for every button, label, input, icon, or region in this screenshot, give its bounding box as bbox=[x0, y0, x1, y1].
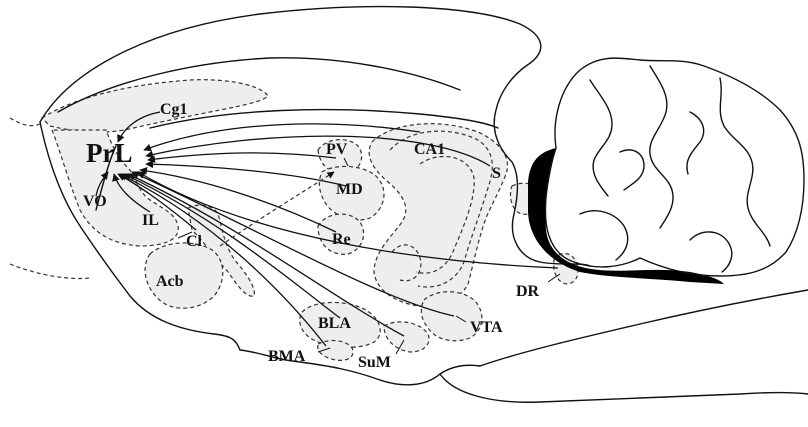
label-cl: Cl bbox=[186, 233, 203, 250]
brainstem-lower bbox=[440, 374, 808, 402]
brainstem-upper bbox=[480, 290, 808, 366]
label-prl: PrL bbox=[86, 138, 133, 168]
region-cg1 bbox=[42, 80, 268, 132]
cerebellum-folia-3 bbox=[720, 78, 770, 246]
cerebellum-outline bbox=[545, 58, 804, 276]
label-pv: PV bbox=[326, 141, 348, 158]
arrow-dashed-thalamic bbox=[220, 172, 334, 246]
label-ca1: CA1 bbox=[414, 141, 445, 158]
label-s: S bbox=[492, 165, 501, 182]
label-cg1: Cg1 bbox=[160, 101, 188, 118]
cerebellum-folia-6 bbox=[620, 150, 644, 190]
olfactory-dash-lower bbox=[10, 264, 90, 278]
cerebellum-folia-4 bbox=[580, 211, 628, 260]
label-vo: VO bbox=[83, 193, 107, 210]
arrow-pv bbox=[148, 153, 336, 160]
label-dr: DR bbox=[516, 283, 540, 300]
label-il: IL bbox=[142, 212, 159, 229]
cerebellum-folia-2 bbox=[650, 66, 673, 228]
label-sum: SuM bbox=[358, 354, 391, 371]
cerebellum-folia-7 bbox=[687, 112, 704, 174]
cerebellum bbox=[528, 58, 804, 284]
label-acb: Acb bbox=[156, 273, 184, 290]
olfactory-dash-upper bbox=[10, 118, 40, 126]
cerebellum-folia-5 bbox=[690, 232, 732, 272]
region-sum bbox=[384, 322, 429, 352]
label-bma: BMA bbox=[268, 348, 306, 365]
label-re: Re bbox=[332, 231, 351, 248]
arrow-md bbox=[146, 164, 346, 186]
label-md: MD bbox=[336, 181, 363, 198]
label-bla: BLA bbox=[318, 315, 351, 332]
cerebellum-folia-1 bbox=[590, 80, 612, 196]
label-vta: VTA bbox=[470, 319, 503, 336]
